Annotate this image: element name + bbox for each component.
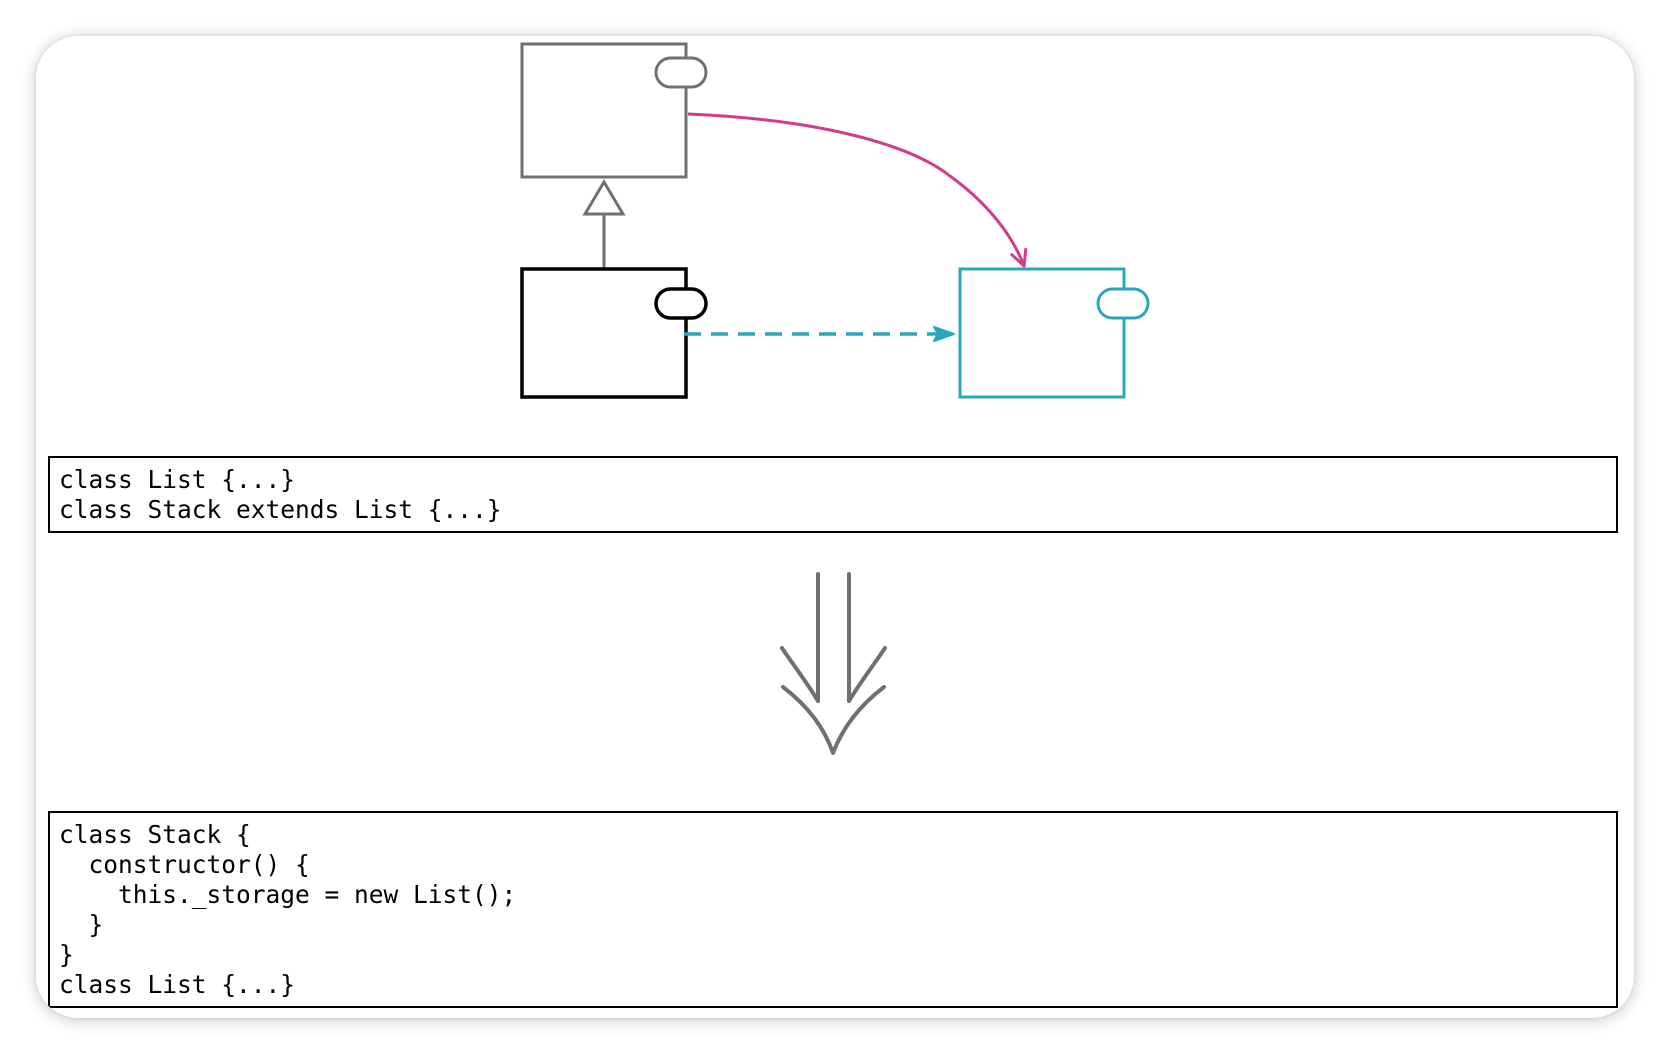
code-line: this._storage = new List();	[59, 880, 517, 909]
code-line: }	[59, 940, 74, 969]
code-line: class Stack {	[59, 820, 251, 849]
code-line: class List {...}	[59, 465, 296, 494]
subclass-box	[520, 267, 688, 399]
double-down-arrow-icon	[780, 572, 887, 755]
code-before-box: class List {...}class Stack extends List…	[48, 456, 1618, 533]
hollow-triangle-arrowhead-icon	[582, 179, 626, 216]
moved-relationship-arrow	[687, 112, 1028, 268]
subclass-component	[520, 267, 708, 399]
delegate-box	[958, 267, 1126, 399]
generalization-arrow	[582, 179, 626, 268]
component-port-icon	[654, 56, 708, 89]
superclass-box	[520, 42, 688, 179]
code-line: constructor() {	[59, 850, 310, 879]
superclass-component	[520, 42, 708, 179]
refactoring-diagram	[520, 42, 1150, 755]
code-line: class Stack extends List {...}	[59, 495, 502, 524]
code-line: class List {...}	[59, 970, 296, 999]
delegate-component	[958, 267, 1150, 399]
component-port-icon	[654, 287, 708, 320]
code-after-box: class Stack { constructor() { this._stor…	[48, 811, 1618, 1008]
code-line: }	[59, 910, 104, 939]
component-port-icon	[1096, 287, 1150, 320]
diagram-card: class List {...}class Stack extends List…	[36, 36, 1634, 1018]
